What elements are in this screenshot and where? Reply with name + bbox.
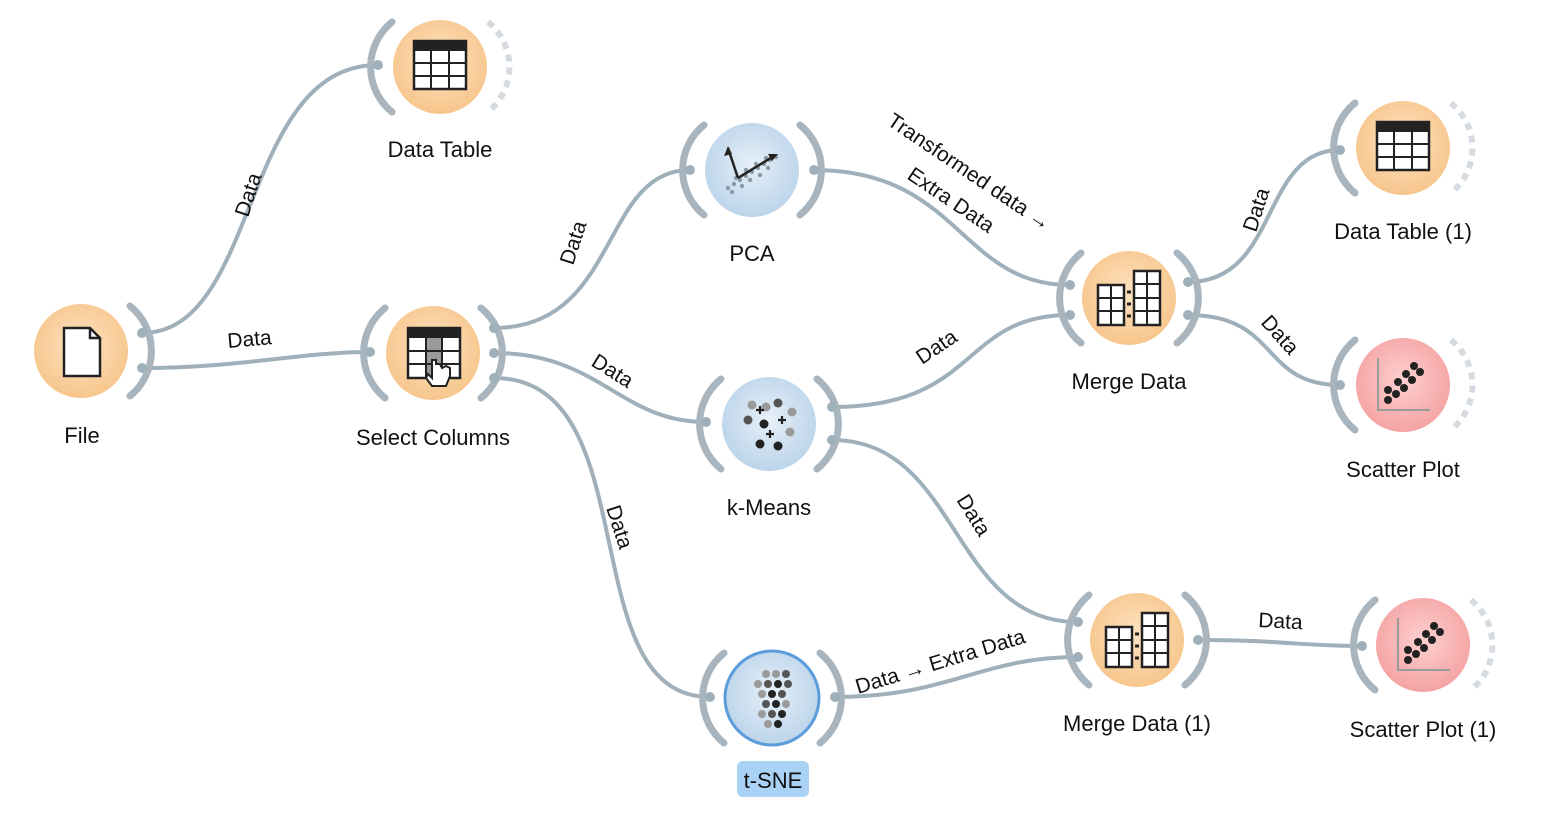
node-scatter-plot-1-input-bracket[interactable] — [1350, 596, 1379, 694]
node-kmeans-input-bracket[interactable] — [696, 375, 725, 473]
node-data-table-input-bracket[interactable] — [367, 18, 396, 116]
node-merge-data-output-bracket[interactable] — [1173, 249, 1202, 347]
link-label-kmeans-merge-data: Data — [912, 325, 962, 369]
node-pca-output-bracket[interactable] — [796, 121, 825, 219]
link-label-file-data-table: Data — [231, 170, 267, 220]
node-merge-data-input-bracket[interactable] — [1056, 249, 1085, 347]
table-icon — [412, 39, 468, 91]
file-icon — [62, 326, 102, 378]
pca-icon — [724, 146, 779, 195]
node-select-columns[interactable]: Select Columns — [356, 304, 510, 450]
node-scatter-plot-1-title: Scatter Plot (1) — [1350, 717, 1497, 742]
link-merge-data-data-table-1[interactable] — [1186, 148, 1342, 284]
node-tsne-title: t-SNE — [744, 768, 803, 793]
link-label-select-columns-pca: Data — [556, 218, 592, 268]
merge-icon — [1096, 269, 1162, 327]
node-kmeans-body[interactable] — [722, 377, 816, 471]
link-select-columns-tsne[interactable] — [492, 376, 712, 699]
node-file-title: File — [64, 423, 99, 448]
node-merge-data-body[interactable] — [1082, 251, 1176, 345]
link-file-data-table[interactable] — [140, 63, 380, 335]
node-data-table-1-title: Data Table (1) — [1334, 219, 1472, 244]
node-scatter-plot-1[interactable]: Scatter Plot (1) — [1350, 596, 1497, 742]
node-data-table-1[interactable]: Data Table (1) — [1330, 99, 1476, 244]
link-label-select-columns-kmeans: Data — [587, 350, 637, 393]
link-tsne-merge-data-1[interactable] — [833, 655, 1080, 699]
merge-icon — [1104, 611, 1170, 669]
node-select-columns-output-bracket[interactable] — [477, 304, 506, 402]
node-merge-data-1-title: Merge Data (1) — [1063, 711, 1211, 736]
node-pca-input-bracket[interactable] — [679, 121, 708, 219]
node-scatter-plot-input-bracket[interactable] — [1330, 336, 1359, 434]
link-kmeans-merge-data-1[interactable] — [830, 438, 1080, 624]
node-merge-data-1-input-bracket[interactable] — [1064, 591, 1093, 689]
link-pca-merge-data[interactable] — [812, 168, 1072, 287]
node-kmeans[interactable]: k-Means — [696, 375, 842, 520]
node-select-columns-input-bracket[interactable] — [360, 304, 389, 402]
node-kmeans-output-bracket[interactable] — [813, 375, 842, 473]
node-tsne[interactable]: t-SNE — [699, 649, 845, 797]
select-columns-icon — [406, 326, 462, 387]
node-data-table[interactable]: Data Table — [367, 18, 513, 162]
link-select-columns-kmeans[interactable] — [492, 351, 708, 424]
tsne-icon — [754, 670, 792, 728]
node-tsne-input-bracket[interactable] — [699, 649, 728, 747]
node-tsne-output-bracket[interactable] — [816, 649, 845, 747]
link-label-merge-data-1-scatter-plot-1: Data — [1258, 609, 1304, 634]
link-select-columns-pca[interactable] — [492, 168, 692, 330]
node-file[interactable]: File — [34, 302, 155, 448]
link-kmeans-merge-data[interactable] — [830, 313, 1072, 409]
node-scatter-plot[interactable]: Scatter Plot — [1330, 336, 1476, 482]
links-layer — [140, 63, 1364, 699]
link-merge-data-1-scatter-plot-1[interactable] — [1196, 638, 1364, 648]
node-select-columns-title: Select Columns — [356, 425, 510, 450]
node-merge-data-1-output-bracket[interactable] — [1181, 591, 1210, 689]
link-label-file-select-columns: Data — [226, 326, 273, 353]
node-merge-data[interactable]: Merge Data — [1056, 249, 1202, 394]
node-merge-data-1-body[interactable] — [1090, 593, 1184, 687]
scatter-icon — [1377, 358, 1430, 411]
node-data-table-title: Data Table — [388, 137, 493, 162]
node-merge-data-title: Merge Data — [1072, 369, 1188, 394]
table-icon — [1375, 120, 1431, 172]
kmeans-icon — [743, 398, 797, 451]
node-pca-title: PCA — [729, 241, 775, 266]
node-file-output-bracket[interactable] — [126, 302, 155, 400]
link-label-tsne-merge-data-1: Data → Extra Data — [853, 625, 1029, 699]
node-kmeans-title: k-Means — [727, 495, 811, 520]
node-tsne-selection-highlight — [737, 761, 809, 797]
node-pca[interactable]: PCA — [679, 121, 825, 266]
link-merge-data-scatter-plot[interactable] — [1186, 313, 1342, 387]
link-file-select-columns[interactable] — [140, 350, 372, 370]
node-merge-data-1[interactable]: Merge Data (1) — [1063, 591, 1211, 736]
scatter-icon — [1397, 618, 1450, 671]
node-data-table-1-input-bracket[interactable] — [1330, 99, 1359, 197]
link-label-merge-data-scatter-plot: Data — [1256, 311, 1303, 360]
node-scatter-plot-title: Scatter Plot — [1346, 457, 1460, 482]
link-label-merge-data-data-table-1: Data — [1239, 185, 1275, 235]
